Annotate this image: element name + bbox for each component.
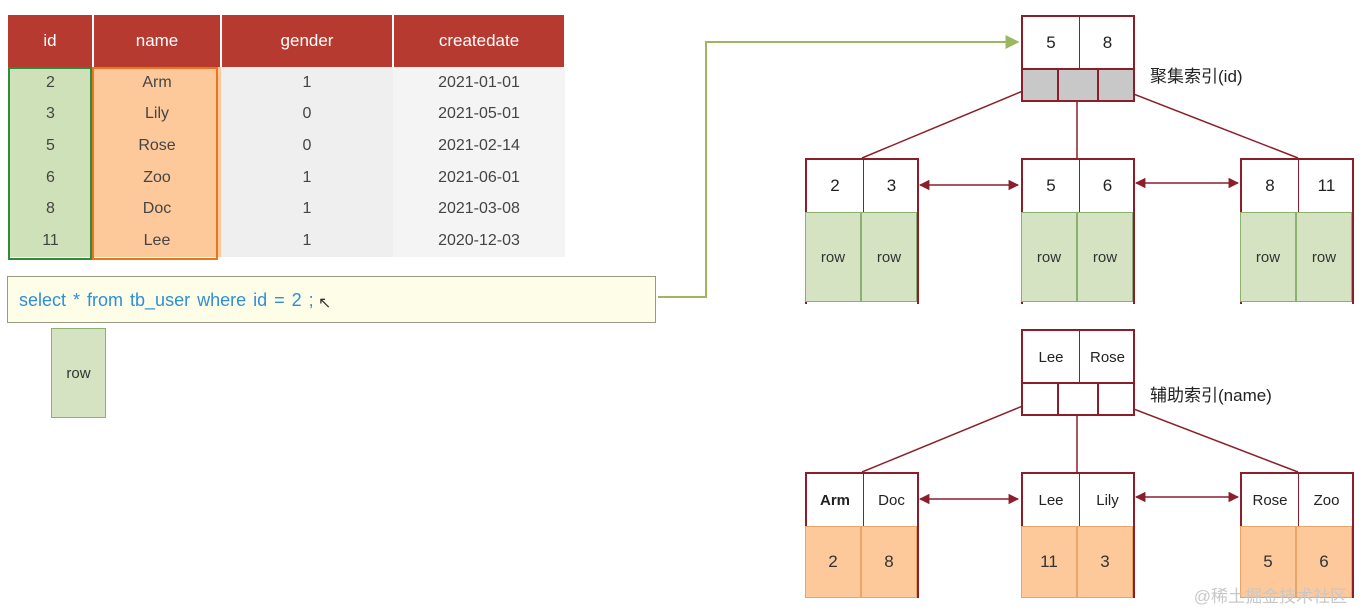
clustered-root-pointers xyxy=(1023,68,1133,100)
clustered-leaf-node: 5 6 row row xyxy=(1021,158,1135,304)
cell-id: 2 xyxy=(8,67,93,99)
cell-createdate: 2021-05-01 xyxy=(393,98,565,131)
clustered-leaf-row: row xyxy=(1296,212,1352,302)
clustered-leaf-key: 6 xyxy=(1079,160,1135,212)
secondary-leaf-node: Rose Zoo 5 6 xyxy=(1240,472,1354,598)
cell-createdate: 2021-06-01 xyxy=(393,161,565,194)
id-column-highlight xyxy=(8,67,92,260)
secondary-leaf-key: Doc xyxy=(863,474,919,526)
cell-name: Lee xyxy=(93,224,221,257)
cell-id: 3 xyxy=(8,98,93,131)
secondary-root-key: Lee xyxy=(1038,348,1064,366)
table-row: 11 Lee 1 2020-12-03 xyxy=(8,224,565,257)
cell-gender: 1 xyxy=(221,193,393,225)
clustered-edge-left xyxy=(861,87,1031,159)
secondary-leaf-key: Lily xyxy=(1079,474,1135,526)
clustered-leaf-row: row xyxy=(1021,212,1077,302)
cell-id: 8 xyxy=(8,193,93,225)
secondary-leaf-pk: 6 xyxy=(1296,526,1352,598)
secondary-edge-right xyxy=(1117,402,1299,473)
secondary-leaf-key: Zoo xyxy=(1298,474,1354,526)
result-row-label: row xyxy=(66,364,91,382)
cell-name: Arm xyxy=(93,67,221,99)
clustered-root-key: 5 xyxy=(1046,33,1056,52)
secondary-root-node: Lee Rose xyxy=(1021,329,1135,416)
table-row: 5 Rose 0 2021-02-14 xyxy=(8,130,565,162)
secondary-leaf-pk: 3 xyxy=(1077,526,1133,598)
secondary-root-pointers xyxy=(1023,382,1133,414)
clustered-leaf-key: 2 xyxy=(830,176,840,195)
clustered-root-key: 8 xyxy=(1079,17,1135,69)
col-header-gender: gender xyxy=(221,15,394,67)
secondary-leaf-pk: 8 xyxy=(861,526,917,598)
secondary-leaf-node: Lee Lily 11 3 xyxy=(1021,472,1135,598)
clustered-leaf-key: 8 xyxy=(1265,176,1275,195)
cell-createdate: 2021-02-14 xyxy=(393,130,565,162)
clustered-leaf-key: 3 xyxy=(863,160,919,212)
secondary-leaf-key: Rose xyxy=(1252,491,1288,509)
col-header-id: id xyxy=(8,15,94,67)
clustered-index-label: 聚集索引(id) xyxy=(1150,67,1243,86)
secondary-leaf-key: Arm xyxy=(819,491,850,509)
user-table: id name gender createdate 2 Arm 1 2021-0… xyxy=(8,15,566,257)
table-row: 6 Zoo 1 2021-06-01 xyxy=(8,161,565,194)
watermark: @稀土掘金技术社区 xyxy=(1193,587,1347,606)
cell-gender: 1 xyxy=(221,67,393,99)
clustered-leaf-row: row xyxy=(1077,212,1133,302)
clustered-leaf-key: 5 xyxy=(1046,176,1056,195)
secondary-leaf-pk: 11 xyxy=(1021,526,1077,598)
secondary-leaf-pk: 2 xyxy=(805,526,861,598)
cell-gender: 1 xyxy=(221,224,393,257)
cell-gender: 0 xyxy=(221,130,393,162)
cell-createdate: 2020-12-03 xyxy=(393,224,565,257)
clustered-edge-right xyxy=(1117,87,1299,159)
secondary-leaf-key: Lee xyxy=(1038,491,1064,509)
name-column-highlight xyxy=(92,67,218,260)
cell-name: Rose xyxy=(93,130,221,162)
table-row: 3 Lily 0 2021-05-01 xyxy=(8,98,565,131)
secondary-index-label: 辅助索引(name) xyxy=(1150,386,1272,405)
cell-name: Zoo xyxy=(93,161,221,194)
secondary-leaf-pk: 5 xyxy=(1240,526,1296,598)
cell-createdate: 2021-03-08 xyxy=(393,193,565,225)
query-to-index-arrow xyxy=(658,35,1020,298)
sql-query-box[interactable]: select * from tb_user where id = 2 ; xyxy=(7,276,656,323)
table-row: 8 Doc 1 2021-03-08 xyxy=(8,193,565,225)
sql-query-text: select * from tb_user where id = 2 ; xyxy=(19,290,314,310)
col-header-createdate: createdate xyxy=(393,15,566,67)
secondary-root-key: Rose xyxy=(1079,331,1135,383)
table-row: 2 Arm 1 2021-01-01 xyxy=(8,67,565,99)
cell-gender: 1 xyxy=(221,161,393,194)
secondary-leaf-node: Arm Doc 2 8 xyxy=(805,472,919,598)
clustered-root-node: 5 8 xyxy=(1021,15,1135,102)
clustered-leaf-node: 2 3 row row xyxy=(805,158,919,304)
cell-gender: 0 xyxy=(221,98,393,131)
clustered-leaf-node: 8 11 row row xyxy=(1240,158,1354,304)
result-row-box: row xyxy=(51,328,106,418)
cell-name: Doc xyxy=(93,193,221,225)
mouse-cursor-icon: ↖ xyxy=(318,295,332,312)
cell-createdate: 2021-01-01 xyxy=(393,67,565,99)
cell-id: 5 xyxy=(8,130,93,162)
secondary-edge-left xyxy=(861,402,1031,473)
cell-id: 6 xyxy=(8,161,93,194)
cell-name: Lily xyxy=(93,98,221,131)
clustered-leaf-key: 11 xyxy=(1298,160,1354,212)
clustered-leaf-row: row xyxy=(805,212,861,302)
cell-id: 11 xyxy=(8,224,93,257)
col-header-name: name xyxy=(93,15,222,67)
clustered-leaf-row: row xyxy=(861,212,917,302)
clustered-leaf-row: row xyxy=(1240,212,1296,302)
